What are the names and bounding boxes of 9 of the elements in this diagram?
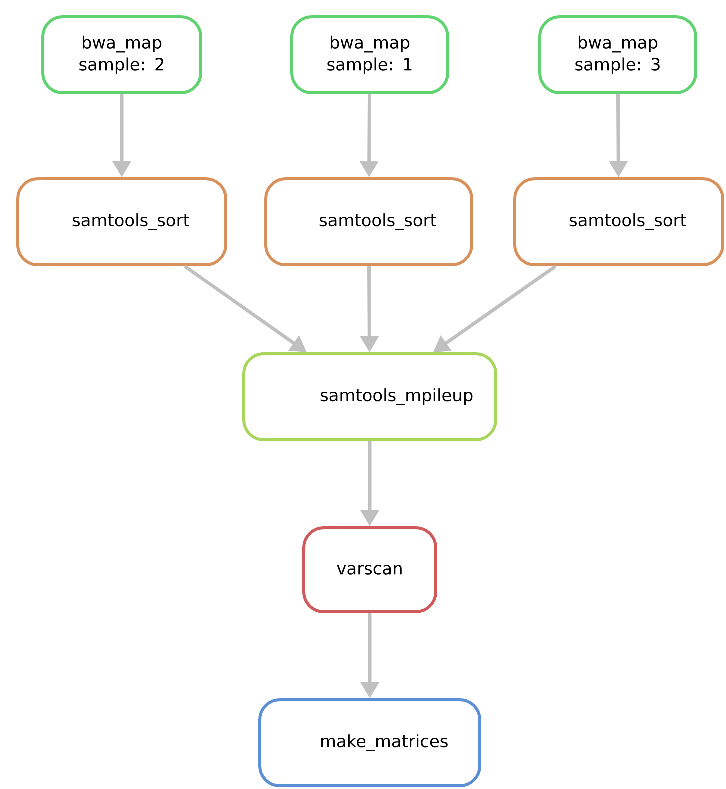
process-box: samtools_sort [264,178,474,266]
process-box: samtools_mpileup [242,352,498,442]
process-box: make_matrices [258,698,482,788]
process-box: bwa_map sample: 3 [538,16,698,94]
process-box: bwa_map sample: 2 [42,16,202,94]
process-box: bwa_map sample: 1 [290,16,450,94]
process-box: samtools_sort [16,178,228,266]
process-box: varscan [302,526,438,614]
process-box: samtools_sort [514,178,724,266]
